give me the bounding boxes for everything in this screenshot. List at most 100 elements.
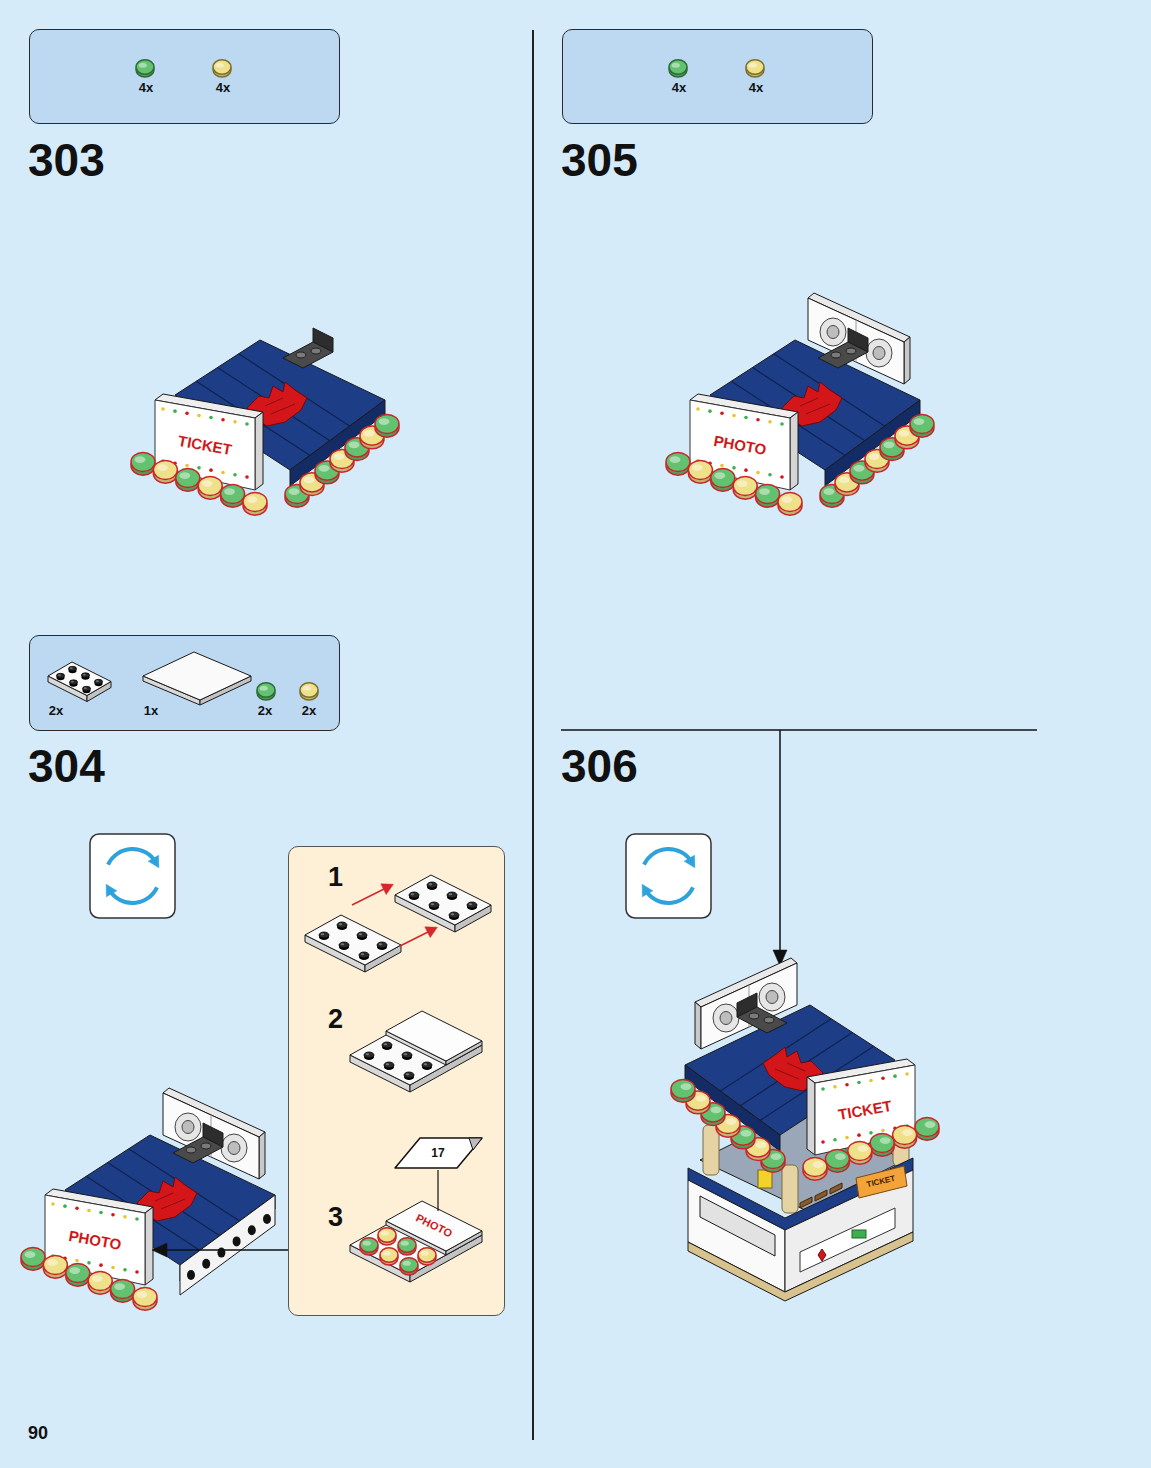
sticker-text: PHOTO xyxy=(414,1213,454,1240)
illustration-part xyxy=(245,475,249,479)
illustration-part xyxy=(803,1157,827,1176)
illustration-part xyxy=(880,1137,891,1144)
illustration-part xyxy=(350,1055,410,1092)
illustration-part xyxy=(143,652,251,700)
illustration-part xyxy=(820,318,846,346)
illustration-part xyxy=(361,953,365,955)
illustration-part xyxy=(228,1142,240,1155)
illustration-part xyxy=(296,352,306,358)
illustration-part xyxy=(83,686,91,691)
illustration-part xyxy=(152,1243,167,1257)
illustration-part xyxy=(771,1153,782,1160)
illustration-part xyxy=(379,943,383,945)
illustration-part xyxy=(352,887,388,905)
illustration-part xyxy=(800,1208,895,1272)
illustration-part xyxy=(869,1079,873,1083)
illustration-part xyxy=(366,1053,370,1055)
illustration-part xyxy=(378,1231,396,1245)
illustration-part xyxy=(341,943,345,945)
illustration-part xyxy=(305,935,365,972)
illustration-part xyxy=(427,884,437,890)
illustration-part xyxy=(779,730,781,952)
illustration-part xyxy=(257,683,275,697)
illustration-part xyxy=(386,1201,482,1251)
part-illustration xyxy=(289,847,506,1317)
part-quantity: 2x xyxy=(302,704,316,717)
illustration-part xyxy=(48,652,318,705)
parts-callout: 2x1x2x2x xyxy=(29,635,340,731)
illustration-part xyxy=(271,404,295,414)
illustration-part xyxy=(825,1149,849,1168)
illustration-part xyxy=(153,460,177,479)
illustration-part xyxy=(446,1041,482,1065)
illustration-part xyxy=(780,422,784,426)
illustration-part xyxy=(357,932,367,938)
illustration-part xyxy=(852,1230,866,1238)
illustration-part xyxy=(561,729,1037,731)
illustration-part xyxy=(744,468,748,472)
illustration-part xyxy=(447,892,457,898)
illustration-part xyxy=(790,412,798,490)
illustration-part xyxy=(711,1107,722,1114)
illustration-part xyxy=(304,477,315,484)
illustration-part xyxy=(377,944,387,950)
illustration-part xyxy=(873,347,885,360)
illustration-part xyxy=(768,420,772,424)
illustration-part xyxy=(532,30,534,1440)
illustration-part xyxy=(827,326,839,339)
illustration-part xyxy=(260,686,268,691)
illustration-part xyxy=(846,348,856,354)
illustration-part xyxy=(63,1204,67,1208)
illustration-part xyxy=(350,1205,482,1275)
illustration-part xyxy=(778,492,802,511)
illustration-part xyxy=(424,1063,428,1065)
illustration-part xyxy=(319,934,329,940)
illustration-part xyxy=(175,1113,201,1141)
illustration-part xyxy=(910,414,934,433)
illustration-part xyxy=(857,1081,861,1085)
illustration-part xyxy=(741,1130,752,1137)
illustration-part xyxy=(217,1248,225,1258)
illustration-part xyxy=(321,933,325,935)
illustration-part xyxy=(381,1231,389,1236)
illustration-part xyxy=(857,1133,861,1137)
illustration-part xyxy=(902,1129,913,1136)
illustration-part xyxy=(404,1074,414,1080)
illustration-part xyxy=(47,1259,58,1266)
illustration-part xyxy=(410,1045,482,1092)
illustration-part xyxy=(403,1261,411,1266)
illustration-part xyxy=(821,1087,825,1091)
illustration-part xyxy=(669,60,687,74)
illustration-part xyxy=(893,1074,897,1078)
illustration-part xyxy=(401,1241,409,1246)
illustration-part xyxy=(182,1121,194,1134)
illustration-part xyxy=(410,1235,482,1282)
illustration-part xyxy=(349,442,360,449)
substep-number: 1 xyxy=(328,864,343,891)
illustration-part xyxy=(82,673,90,678)
illustration-part xyxy=(216,63,224,68)
illustration-part xyxy=(645,887,693,903)
illustration-part xyxy=(186,1147,196,1153)
illustration-part xyxy=(402,1054,412,1060)
illustration-part xyxy=(681,1083,692,1090)
illustration-part xyxy=(402,1052,412,1058)
illustration-part xyxy=(88,1271,112,1290)
illustration-part xyxy=(447,894,457,900)
illustration-part xyxy=(198,476,222,495)
illustration-part xyxy=(257,686,275,700)
illustration-part xyxy=(870,1133,894,1152)
illustration-part xyxy=(642,884,653,897)
illustration-part xyxy=(857,1145,868,1152)
illustration-part xyxy=(334,453,345,460)
illustration-part xyxy=(845,1136,849,1140)
illustration-part xyxy=(383,1251,391,1256)
illustration-part xyxy=(300,683,318,697)
illustration-part xyxy=(303,686,311,691)
illustration-part xyxy=(856,1166,907,1198)
illustration-part xyxy=(350,1245,410,1282)
illustration-part xyxy=(202,1259,210,1269)
illustration-part xyxy=(409,892,419,898)
parts-callout: 4x4x xyxy=(562,29,873,124)
illustration-part xyxy=(688,460,712,479)
